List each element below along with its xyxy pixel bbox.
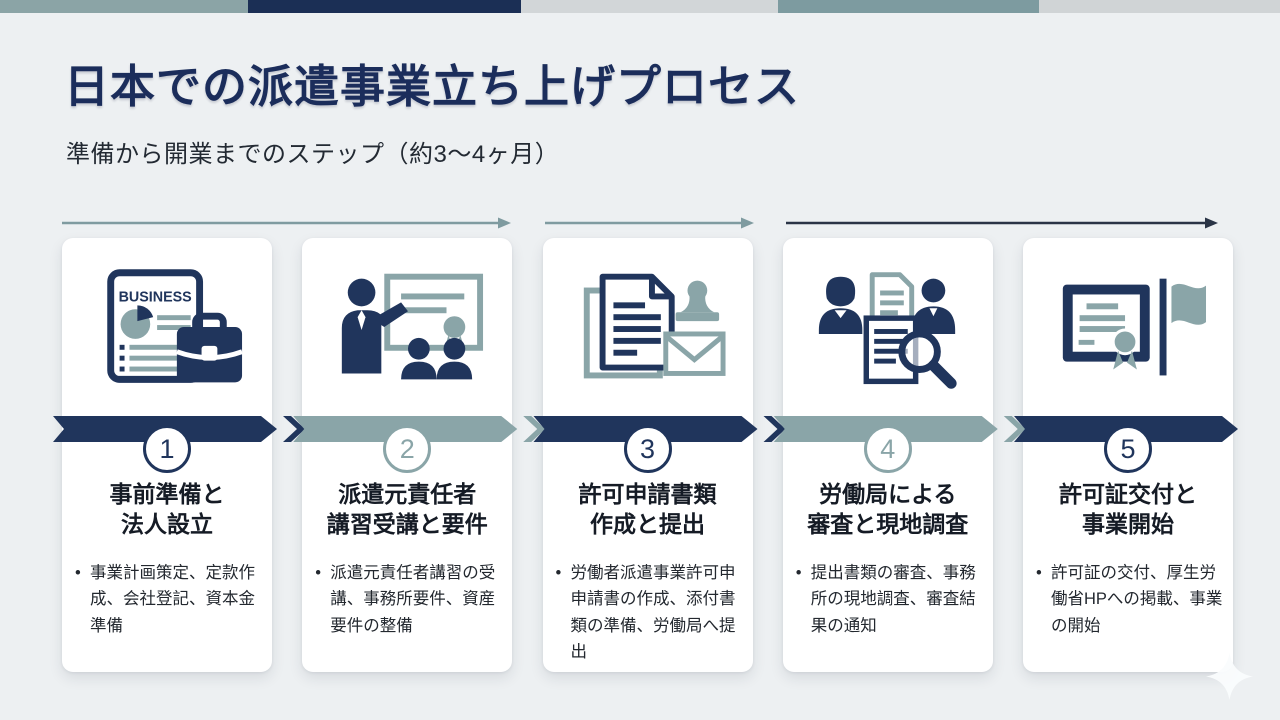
- top-bar-segment-gray2: [1039, 0, 1280, 13]
- page-title: 日本での派遣事業立ち上げプロセス: [64, 61, 801, 112]
- step-title-line: 事前準備と: [109, 481, 225, 507]
- step-title-line: 許可証交付と: [1059, 481, 1197, 507]
- license-flag-icon: [1049, 264, 1207, 398]
- step-bullets: • 労働者派遣事業許可申申請書の作成、添付書類の準備、労働局へ提出: [556, 560, 744, 666]
- step-title-line: 作成と提出: [590, 510, 705, 537]
- bullet-text: 事業計画策定、定款作成、会社登記、資本金準備: [90, 564, 255, 635]
- bullet-text: 労働者派遣事業許可申申請書の作成、添付書類の準備、労働局へ提出: [570, 564, 736, 662]
- bullet-item: • 労働者派遣事業許可申申請書の作成、添付書類の準備、労働局へ提出: [556, 560, 744, 666]
- bullet-dot-icon: •: [795, 564, 802, 582]
- step-number-badge: 3: [623, 425, 672, 473]
- page-subtitle: 準備から開業までのステップ（約3〜4ヶ月）: [66, 141, 560, 168]
- sparkle-icon: [1206, 653, 1253, 700]
- top-bar-segment-teal: [778, 0, 1039, 13]
- bullet-dot-icon: •: [555, 564, 562, 582]
- bullet-text: 派遣元責任者講習の受講、事務所要件、資産要件の整備: [330, 564, 496, 635]
- training-lecture-icon: [328, 264, 486, 398]
- svg-text:BUSINESS: BUSINESS: [119, 289, 192, 305]
- step-title-line: 派遣元責任者: [338, 481, 477, 507]
- step-title-line: 審査と現地調査: [807, 510, 969, 537]
- top-bar-segment-navy: [248, 0, 521, 13]
- step-title-line: 労働局による: [819, 481, 957, 507]
- audit-inspection-icon: [809, 264, 967, 398]
- step-number-badge: 4: [863, 425, 912, 473]
- top-accent-bar: [0, 0, 1280, 13]
- step-title-line: 事業開始: [1082, 510, 1174, 537]
- bullet-item: • 提出書類の審査、事務所の現地調査、審査結果の通知: [796, 560, 984, 639]
- top-bar-segment-gray: [521, 0, 778, 13]
- bullet-dot-icon: •: [315, 564, 322, 582]
- business-plan-icon: BUSINESS: [88, 264, 246, 398]
- step-title: 労働局による審査と現地調査: [783, 480, 993, 540]
- step-title-line: 講習受講と要件: [326, 510, 488, 537]
- step-number-badge: 2: [383, 425, 432, 473]
- bullet-item: • 事業計画策定、定款作成、会社登記、資本金準備: [75, 560, 263, 639]
- step-bullets: • 事業計画策定、定款作成、会社登記、資本金準備: [75, 560, 263, 639]
- top-bar-segment-sage: [0, 0, 248, 13]
- bullet-dot-icon: •: [1036, 564, 1042, 582]
- step-number-badge: 5: [1104, 425, 1152, 473]
- bullet-text: 提出書類の審査、事務所の現地調査、審査結果の通知: [810, 564, 976, 635]
- step-bullets: • 提出書類の審査、事務所の現地調査、審査結果の通知: [796, 560, 984, 639]
- step-bullets: • 派遣元責任者講習の受講、事務所要件、資産要件の整備: [315, 560, 503, 639]
- bullet-dot-icon: •: [75, 564, 81, 582]
- step-title-line: 法人設立: [121, 510, 213, 537]
- step-title: 許可申請書類作成と提出: [543, 480, 753, 540]
- step-card-5: 許可証交付と事業開始 • 許可証の交付、厚生労働省HPへの掲載、事業の開始: [1023, 238, 1233, 672]
- step-title: 許可証交付と事業開始: [1023, 480, 1233, 540]
- step-title: 派遣元責任者講習受講と要件: [302, 480, 512, 540]
- step-number-badge: 1: [143, 425, 191, 473]
- step-title: 事前準備と法人設立: [62, 480, 272, 540]
- bullet-text: 許可証の交付、厚生労働省HPへの掲載、事業の開始: [1051, 564, 1223, 635]
- step-title-line: 許可申請書類: [578, 481, 717, 507]
- bullet-item: • 派遣元責任者講習の受講、事務所要件、資産要件の整備: [315, 560, 503, 639]
- application-documents-icon: [569, 264, 727, 398]
- step-bullets: • 許可証の交付、厚生労働省HPへの掲載、事業の開始: [1036, 560, 1224, 639]
- step-card-1: BUSINESS 事前準備と法人設立 • 事業計画策定、定款作成、会社登記、資本金準…: [62, 238, 272, 672]
- step-card-2: 派遣元責任者講習受講と要件 • 派遣元責任者講習の受講、事務所要件、資産要件の整備: [302, 238, 513, 672]
- bullet-item: • 許可証の交付、厚生労働省HPへの掲載、事業の開始: [1036, 560, 1224, 639]
